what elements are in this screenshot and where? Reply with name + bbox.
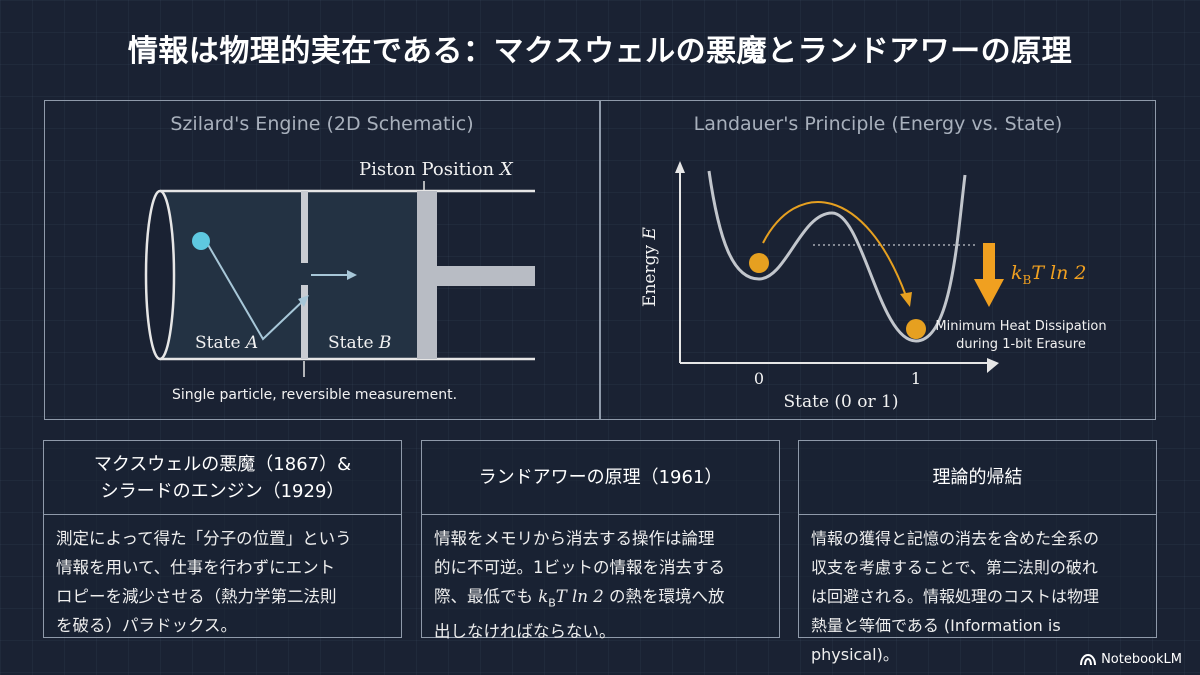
szilard-panel-title: Szilard's Engine (2D Schematic) xyxy=(170,113,474,135)
card-body-line: 情報を用いて、仕事を行わずにエント xyxy=(56,558,336,577)
piston-rod xyxy=(437,266,535,286)
state-1-ball xyxy=(906,319,926,339)
card-body: 情報をメモリから消去する操作は論理 的に不可逆。1ビットの情報を消去する 際、最… xyxy=(422,515,779,646)
heat-arrow-shaft xyxy=(983,243,995,281)
transition-arrow xyxy=(762,200,907,297)
szilard-engine-diagram: Piston Position X State A State B Single… xyxy=(144,159,535,403)
heat-note-line2: during 1-bit Erasure xyxy=(956,337,1086,352)
card-body-line: 測定によって得た「分子の位置」という xyxy=(56,529,352,548)
brand-label: NotebookLM xyxy=(1101,652,1182,667)
card-body-line: 情報の獲得と記憶の消去を含めた全系の xyxy=(811,529,1100,548)
page-title: 情報は物理的実在である：マクスウェルの悪魔とランドアワーの原理 xyxy=(127,34,1073,69)
card-body-line: 収支を考慮することで、第二法則の破れ xyxy=(811,558,1098,577)
cylinder-interior xyxy=(160,191,420,359)
card-heading: ランドアワーの原理（1961） xyxy=(422,441,779,515)
piston-position-label: Piston Position X xyxy=(359,159,514,180)
cylinder-left-end xyxy=(144,189,176,361)
card-body-line: 的に不可逆。1ビットの情報を消去する xyxy=(434,558,725,577)
card-heading: 理論的帰結 xyxy=(799,441,1156,515)
card-heading-line: シラードのエンジン（1929） xyxy=(100,480,345,502)
math-k: k xyxy=(538,587,549,606)
state-a-label: State A xyxy=(195,333,258,353)
card-body-line: 出しなければならない。 xyxy=(434,622,616,642)
math-t-ln2: T ln 2 xyxy=(555,587,604,606)
particle-trajectory xyxy=(206,242,306,341)
energy-kbt-ln2: kBT ln 2 xyxy=(1011,262,1087,287)
card-heading: マクスウェルの悪魔（1867）& シラードのエンジン（1929） xyxy=(44,441,401,515)
x-axis-arrow xyxy=(987,358,999,373)
x-tick-1: 1 xyxy=(911,369,921,388)
card-heading-line: マクスウェルの悪魔（1867）& xyxy=(93,453,352,475)
card-body: 測定によって得た「分子の位置」という 情報を用いて、仕事を行わずにエント ロピー… xyxy=(44,515,401,640)
y-axis-arrow xyxy=(675,161,685,173)
landauer-diagram: kBT ln 2 Minimum Heat Dissipation during… xyxy=(640,161,1107,412)
transition-arrow-head xyxy=(900,292,912,307)
body-text: 際、最低でも xyxy=(434,587,539,606)
heat-note-line1: Minimum Heat Dissipation xyxy=(935,319,1106,334)
x-axis-label: State (0 or 1) xyxy=(784,392,899,412)
state-0-ball xyxy=(749,253,769,273)
y-axis-label: Energy E xyxy=(640,226,660,306)
partition-lower xyxy=(301,285,308,359)
math-subscript-b: B xyxy=(548,596,556,610)
landauer-panel-title: Landauer's Principle (Energy vs. State) xyxy=(693,113,1063,135)
notebooklm-logo-icon xyxy=(1080,653,1097,665)
card-body-line: ロピーを減少させる（熱力学第二法則 xyxy=(56,587,337,606)
card-theoretical-consequence: 理論的帰結 情報の獲得と記憶の消去を含めた全系の 収支を考慮することで、第二法則… xyxy=(798,440,1157,664)
notebooklm-brand: NotebookLM xyxy=(1080,652,1182,667)
card-body-line: は回避される。情報処理のコストは物理 xyxy=(811,587,1100,606)
heat-arrow-head xyxy=(974,279,1004,307)
szilard-caption: Single particle, reversible measurement. xyxy=(172,387,457,403)
szilard-engine-panel: Szilard's Engine (2D Schematic) Piston P… xyxy=(44,100,600,420)
card-landauer-principle: ランドアワーの原理（1961） 情報をメモリから消去する操作は論理 的に不可逆。… xyxy=(421,440,780,641)
piston-head xyxy=(417,191,437,359)
card-body-line: 際、最低でも kBT ln 2 の熱を環境へ放 xyxy=(434,582,767,617)
card-body-line: を破る）パラドックス。 xyxy=(56,616,238,635)
card-maxwell-demon: マクスウェルの悪魔（1867）& シラードのエンジン（1929） 測定によって得… xyxy=(43,440,402,638)
state-b-label: State B xyxy=(328,333,391,353)
x-tick-0: 0 xyxy=(754,369,764,388)
card-body: 情報の獲得と記憶の消去を含めた全系の 収支を考慮することで、第二法則の破れ は回… xyxy=(799,515,1156,669)
card-body-line: 熱量と等価である (Information is physical)。 xyxy=(811,616,1061,664)
partition-upper xyxy=(301,191,308,263)
particle xyxy=(192,232,210,250)
trajectory-arrow-head xyxy=(298,295,309,307)
measurement-arrow-head xyxy=(347,270,357,280)
landauer-panel: Landauer's Principle (Energy vs. State) … xyxy=(600,100,1156,420)
double-well-potential xyxy=(707,170,967,343)
body-text: の熱を環境へ放 xyxy=(603,587,725,606)
card-body-line: 情報をメモリから消去する操作は論理 xyxy=(434,529,715,548)
